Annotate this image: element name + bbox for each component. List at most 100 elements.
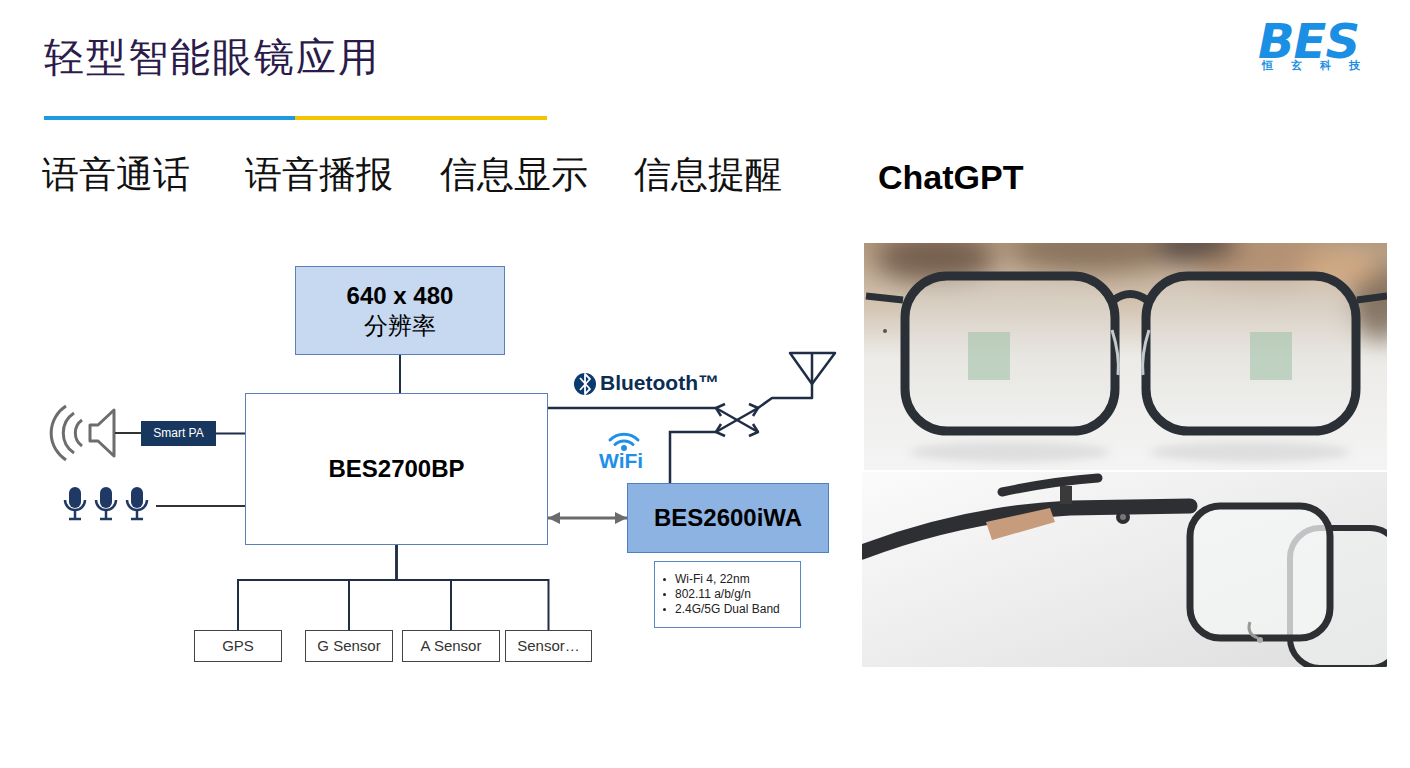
bus-line	[216, 433, 245, 435]
box-content: Smart PA	[153, 426, 203, 441]
bluetooth-wire	[548, 407, 716, 410]
rf-switch-symbol-part	[749, 424, 758, 436]
microphone-icons-part	[131, 487, 143, 508]
bus-line	[399, 355, 401, 393]
exploded-view-photo-part	[1249, 622, 1258, 638]
text-row: 640 x 480	[347, 281, 454, 311]
glasses-photo-part	[1143, 330, 1149, 375]
box-content: BES2600iWA	[654, 503, 802, 533]
text-row: 2.4G/5G Dual Band	[663, 602, 780, 617]
text-row: BES2600iWA	[654, 503, 802, 533]
glasses-photo-part	[864, 243, 1387, 470]
rf-switch-symbol-part	[716, 424, 725, 436]
box-label: Smart PA	[153, 426, 203, 441]
box-label: BES2600iWA	[654, 503, 802, 533]
bullet-dot	[663, 593, 666, 596]
box-sublabel: 802.11 a/b/g/n	[675, 587, 751, 602]
box-label: Sensor…	[517, 637, 580, 656]
display-box: 640 x 480分辨率	[295, 266, 505, 355]
text-row: Wi-Fi 4, 22nm	[663, 572, 750, 587]
box-label: GPS	[222, 637, 254, 656]
glasses-photo	[864, 243, 1387, 470]
wifi-wire	[670, 432, 716, 483]
exploded-view-photo-part	[1120, 514, 1126, 520]
microphone-wire-part	[156, 505, 245, 507]
exploded-view-photo	[862, 472, 1387, 667]
bluetooth-logo-part	[574, 373, 596, 395]
microphone-icons-part	[96, 500, 116, 510]
sensor-box: A Sensor	[402, 630, 500, 662]
soc-box: BES2700BP	[245, 393, 548, 545]
glasses-photo-part	[1250, 332, 1292, 380]
box-content: G Sensor	[317, 637, 380, 656]
glasses-photo-part	[866, 296, 903, 300]
microphone-wire	[156, 505, 245, 507]
speaker-icon-part	[63, 413, 74, 453]
title-underline-part	[44, 116, 295, 120]
speaker-icon-part	[51, 406, 66, 460]
glasses-photo-part	[1114, 294, 1147, 300]
box-content: Wi-Fi 4, 22nm802.11 a/b/g/n2.4G/5G Dual …	[663, 572, 780, 617]
wifi-label: WiFi	[599, 449, 643, 473]
microphone-icons-part	[69, 487, 81, 508]
text-row: BES2700BP	[328, 454, 464, 484]
exploded-view-photo-part	[862, 506, 1190, 552]
exploded-view-photo-part	[986, 508, 1055, 540]
text-row: Sensor…	[517, 637, 580, 656]
exploded-view-photo-part	[1116, 510, 1130, 524]
rf-switch-symbol-part	[716, 408, 758, 432]
logo-subtitle: 恒玄科技	[1262, 60, 1378, 73]
text-row: Smart PA	[153, 426, 203, 441]
rf-switch-symbol	[716, 404, 758, 436]
antenna-symbol	[758, 353, 835, 408]
wifi-icon-part	[610, 434, 638, 440]
wifi-chip-box: BES2600iWA	[627, 483, 829, 553]
bus-line	[238, 545, 397, 630]
bluetooth-logo-part	[580, 374, 590, 394]
bullet-dot	[663, 608, 666, 611]
data-link-arrow	[548, 517, 627, 520]
microphone-icons-part	[65, 500, 85, 510]
sensor-box: Sensor…	[505, 630, 592, 662]
wifi-wire-part	[670, 432, 716, 483]
box-label: A Sensor	[421, 637, 482, 656]
exploded-view-photo-part	[1257, 637, 1263, 643]
glasses-photo-part-part	[1150, 243, 1240, 263]
microphone-icons	[65, 487, 147, 519]
feature-label: ChatGPT	[878, 158, 1023, 197]
glasses-photo-part	[910, 442, 1350, 462]
feature-label: 语音播报	[245, 154, 393, 197]
box-content: GPS	[222, 637, 254, 656]
bluetooth-wire-part	[548, 407, 716, 410]
glasses-photo-part	[883, 329, 887, 333]
box-content: Sensor…	[517, 637, 580, 656]
exploded-view-photo-part	[1190, 506, 1330, 638]
box-content: 640 x 480分辨率	[347, 281, 454, 341]
wifi-icon-part	[615, 441, 633, 445]
bluetooth-logo	[574, 373, 596, 395]
feature-label: 信息显示	[440, 154, 588, 197]
box-label: BES2700BP	[328, 454, 464, 484]
bus-line	[397, 545, 452, 630]
box-sublabel: 2.4G/5G Dual Band	[675, 602, 780, 617]
speaker-icon	[51, 406, 114, 460]
title-underline	[44, 116, 547, 120]
speaker-icon-part	[75, 420, 82, 446]
feature-label: 语音通话	[42, 154, 190, 197]
wifi-icon	[610, 434, 638, 449]
spec-list-box: Wi-Fi 4, 22nm802.11 a/b/g/n2.4G/5G Dual …	[654, 561, 801, 628]
exploded-view-photo-part	[1060, 486, 1072, 504]
text-row: A Sensor	[421, 637, 482, 656]
sensor-box: GPS	[194, 630, 282, 662]
exploded-view-photo-part	[862, 472, 1387, 667]
sensor-box: G Sensor	[305, 630, 393, 662]
microphone-icons-part	[127, 500, 147, 510]
glasses-photo-part-part	[910, 442, 1110, 462]
slide-title: 轻型智能眼镜应用	[44, 34, 380, 80]
bus-line	[349, 545, 397, 630]
bluetooth-label: Bluetooth™	[600, 371, 719, 395]
text-row: 分辨率	[364, 311, 436, 341]
box-content: BES2700BP	[328, 454, 464, 484]
box-sublabel: 分辨率	[364, 311, 436, 341]
microphone-icons-part	[131, 510, 143, 519]
